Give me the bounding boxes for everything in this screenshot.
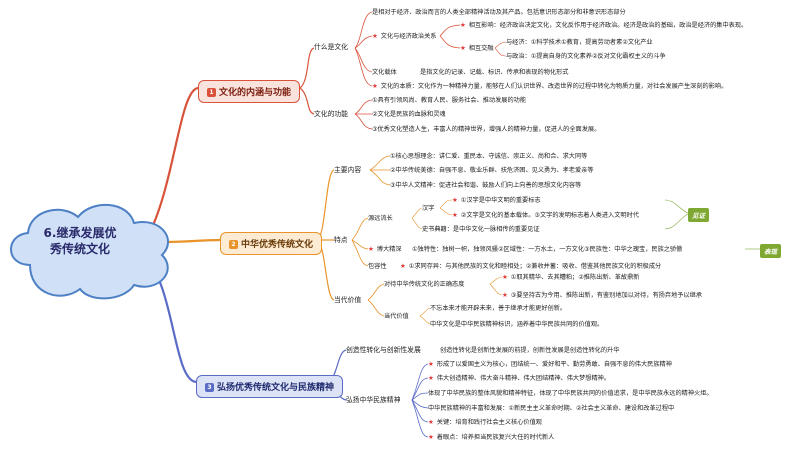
- node-text: 形成了以爱国主义为核心，团结统一、爱好和平、勤劳勇敢、自强不息的伟大民族精神: [434, 361, 672, 368]
- branch-title: 弘扬优秀传统文化与民族精神: [217, 383, 335, 393]
- node-culture-essence[interactable]: ★ 文化的本质：文化作为一种精神力量，能够在人们认识世界、改造世界的过程中转化为…: [372, 82, 727, 91]
- node-function-2[interactable]: ②文化是民族的血脉和灵魂: [372, 111, 446, 118]
- node-spiritual-identity[interactable]: 中华文化是中华民族精神标识，涵养着中华民族共同的价值观。: [430, 321, 604, 328]
- tag-manifestation: 表现: [760, 244, 781, 258]
- node-text: 伟大创造精神、伟大奋斗精神、伟大团结精神、伟大梦想精神。: [434, 375, 611, 382]
- center-cloud: [10, 204, 169, 300]
- star-icon: ★: [502, 273, 508, 281]
- node-text: ①求同存异：与其他民族的文化和睦相处；②兼收并蓄：吸收、借鉴其他民族文化的积极成…: [406, 263, 662, 270]
- branch-title: 中华优秀传统文化: [241, 240, 314, 250]
- node-key-values[interactable]: ★ 关键：培育和践行社会主义核心价值观: [428, 418, 542, 427]
- node-text: ③要坚持古为今用、推陈出新，有鉴别地加以对待，有扬弃地予以继承: [508, 292, 702, 299]
- node-culture-economy-politics[interactable]: ★ 文化与经济政治关系: [372, 32, 436, 41]
- star-icon: ★: [428, 433, 434, 441]
- node-spirit-embodiment[interactable]: 体现了中华民族的整体风貌和精神特征，体现了中华民族共同的价值追求，是中华民族永远…: [428, 390, 713, 397]
- star-icon: ★: [372, 32, 378, 40]
- node-text: ②文字是文化的基本载体。③文字的发明标志着人类进入文明时代: [458, 212, 639, 219]
- node-long-history[interactable]: 源远流长: [368, 215, 393, 222]
- star-icon: ★: [372, 82, 378, 90]
- number-one-icon: 1: [207, 88, 216, 97]
- node-broad-details[interactable]: ①独特性：独树一帜，独领风骚②区域性：一方水土，一方文化③民族性：中华之瑰宝，民…: [412, 246, 683, 253]
- node-main-content[interactable]: 主要内容: [334, 166, 362, 174]
- node-creative-transformation[interactable]: 创造性转化与创新性发展: [346, 346, 421, 354]
- node-contemporary-value-sub[interactable]: 当代价值: [384, 313, 409, 320]
- node-spirit-development[interactable]: 中华民族精神的丰富和发展：①新民主主义革命时期、②社会主义革命、建设和改革过程中: [428, 405, 675, 412]
- node-carrier-definition[interactable]: 是指文化的记录、记载、标识、传承和表现的物化形式: [420, 69, 569, 76]
- node-text: 文化与经济政治关系: [378, 33, 437, 40]
- node-culture-definition[interactable]: 是相对于经济、政治而言的人类全部精神活动及其产品。包括意识形态部分和非意识形态部…: [372, 9, 626, 16]
- star-icon: ★: [452, 211, 458, 219]
- branch-title: 文化的内涵与功能: [219, 88, 292, 98]
- node-broad-profound[interactable]: ★ 博大精深: [368, 245, 402, 254]
- node-attitude-2[interactable]: ★ ③要坚持古为今用、推陈出新，有鉴别地加以对待，有扬弃地予以继承: [502, 291, 702, 300]
- node-writing-carrier[interactable]: ★ ②文字是文化的基本载体。③文字的发明标志着人类进入文明时代: [452, 211, 639, 220]
- star-icon: ★: [460, 44, 466, 52]
- node-culture-function[interactable]: 文化的功能: [314, 110, 348, 118]
- node-characters-symbol[interactable]: ★ ①汉字是中华文明的重要标志: [452, 196, 541, 205]
- node-mutual-influence[interactable]: ★ 相互影响：经济政治决定文化，文化反作用于经济政治。经济是政治的基础，政治是经…: [460, 21, 747, 30]
- star-icon: ★: [460, 21, 466, 29]
- star-icon: ★: [428, 418, 434, 426]
- node-inclusiveness[interactable]: 包容性: [368, 263, 387, 270]
- center-title: 6.继承发展优 秀传统文化: [43, 226, 117, 256]
- star-icon: ★: [400, 262, 406, 270]
- node-culture-carrier[interactable]: 文化载体: [372, 69, 397, 76]
- node-focus-new-people[interactable]: ★ 着眼点：培养担当民族复兴大任的时代新人: [428, 433, 554, 442]
- node-transformation-relation[interactable]: 创造性转化是创新性发展的前提，创新性发展是创造性转化的升华: [440, 347, 620, 354]
- node-text: 文化的本质：文化作为一种精神力量，能够在人们认识世界、改造世界的过程中转化为物质…: [378, 83, 728, 90]
- node-mutual-integration[interactable]: ★ 相互交融: [460, 44, 494, 53]
- node-with-economy[interactable]: 与经济：①科学技术①教育，提高劳动者素②文化产业: [506, 39, 653, 46]
- node-with-politics[interactable]: 与政治：①提高自身的文化素养②反对文化霸权主义的斗争: [506, 53, 666, 60]
- node-four-spirits[interactable]: ★ 伟大创造精神、伟大奋斗精神、伟大团结精神、伟大梦想精神。: [428, 374, 610, 383]
- node-text: ①汉字是中华文明的重要标志: [458, 197, 541, 204]
- star-icon: ★: [368, 245, 374, 253]
- node-national-spirit[interactable]: 弘扬中华民族精神: [346, 396, 401, 404]
- node-function-1[interactable]: ①具有引领风尚、教育人民、服务社会、推动发展的功能: [372, 97, 527, 104]
- number-two-icon: 2: [229, 240, 238, 249]
- node-inherit-innovate[interactable]: 不忘本来才能开辟未来，善于继承才能更好创新。: [430, 305, 567, 312]
- star-icon: ★: [452, 196, 458, 204]
- node-chinese-characters[interactable]: 汉字: [422, 205, 435, 212]
- star-icon: ★: [428, 360, 434, 368]
- node-text: ①取其精华、去其糟粕；②推陈出新、革故鼎新: [508, 274, 640, 281]
- tag-witness: 见证: [688, 208, 709, 222]
- node-what-is-culture[interactable]: 什么是文化: [314, 43, 348, 51]
- node-attitude-1[interactable]: ★ ①取其精华、去其糟粕；②推陈出新、革故鼎新: [502, 273, 639, 282]
- node-inclusiveness-details[interactable]: ★ ①求同存异：与其他民族的文化和睦相处；②兼收并蓄：吸收、借鉴其他民族文化的积…: [400, 262, 661, 271]
- node-core-ideas[interactable]: ①核心思想理念：讲仁爱、重民本、守诚信、崇正义、尚和合、求大同等: [390, 153, 588, 160]
- star-icon: ★: [502, 291, 508, 299]
- node-humanistic-spirit[interactable]: ③中华人文精神：促进社会和谐、鼓励人们向上向善的思想文化内容等: [390, 182, 582, 189]
- node-text: 博大精深: [374, 246, 402, 253]
- number-three-icon: 3: [205, 383, 214, 392]
- node-text: 相互影响：经济政治决定文化，文化反作用于经济政治。经济是政治的基础，政治是经济的…: [466, 22, 748, 29]
- star-icon: ★: [428, 374, 434, 382]
- node-text: 着眼点：培养担当民族复兴大任的时代新人: [434, 434, 555, 441]
- node-correct-attitude[interactable]: 对待中华传统文化的正确态度: [384, 281, 465, 288]
- node-contemporary-value[interactable]: 当代价值: [334, 296, 362, 304]
- node-function-3[interactable]: ③优秀文化塑造人生，丰富人的精神世界，增强人的精神力量，促进人的全面发展。: [372, 126, 601, 133]
- node-traditional-virtues[interactable]: ②中华传统美德：自强不息、敬业乐群、扶危济困、见义勇为、孝老爱亲等: [390, 167, 594, 174]
- node-text: 相互交融: [466, 45, 494, 52]
- node-spirit-core[interactable]: ★ 形成了以爱国主义为核心，团结统一、爱好和平、勤劳勇敢、自强不息的伟大民族精神: [428, 360, 672, 369]
- node-characteristics[interactable]: 特点: [334, 236, 348, 244]
- node-text: 关键：培育和践行社会主义核心价值观: [434, 419, 542, 426]
- node-historical-records[interactable]: 史书典籍：是中华文化一脉相传的重要见证: [422, 226, 540, 233]
